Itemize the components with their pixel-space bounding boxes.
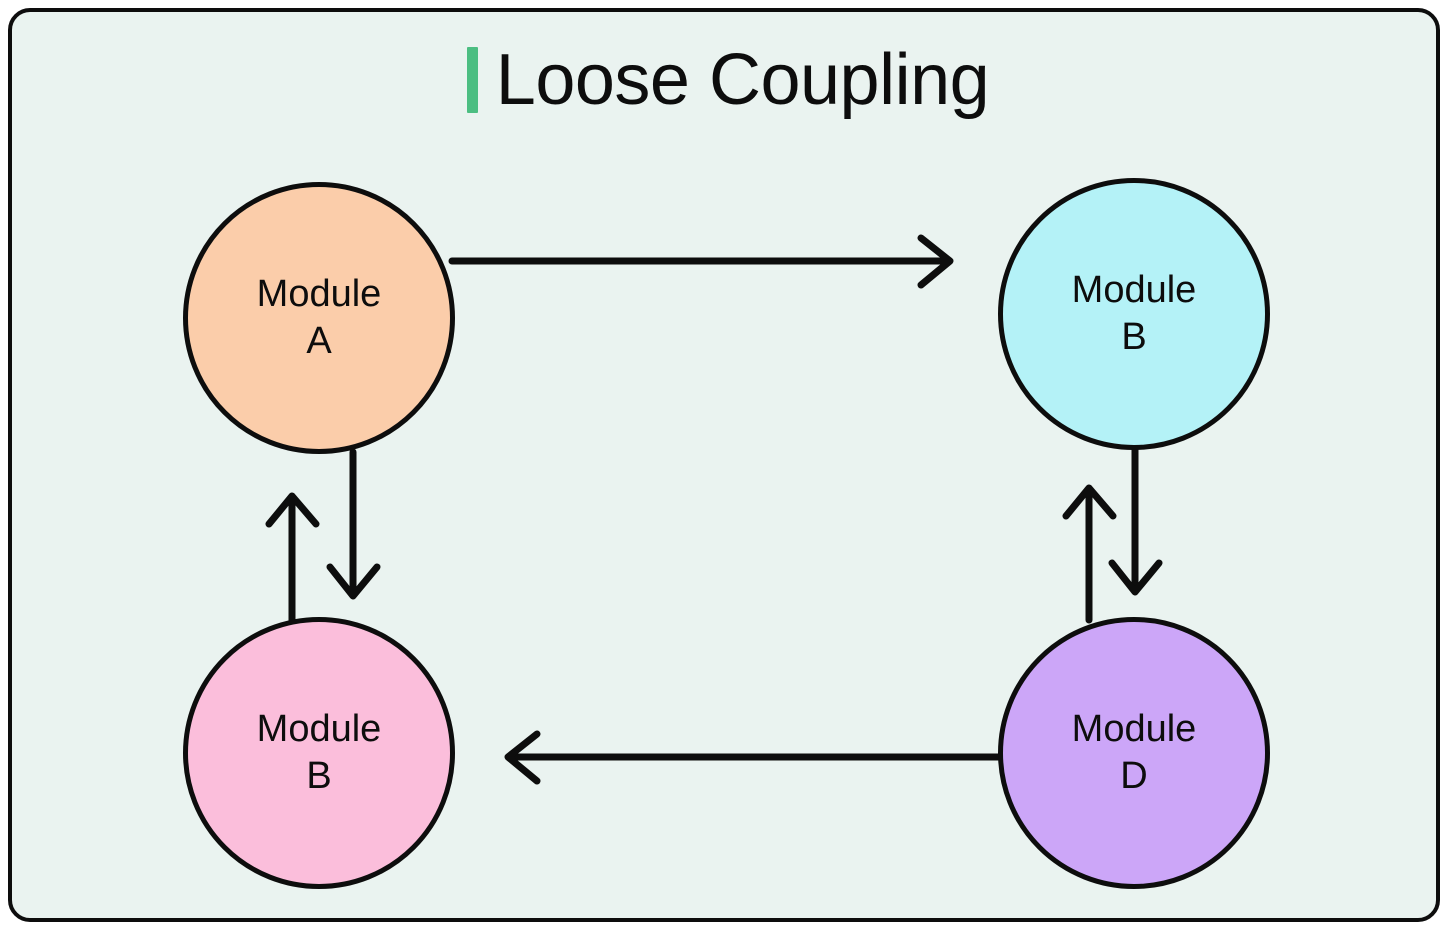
node-module-b-top[interactable]: Module B: [998, 178, 1270, 450]
edge-d-to-b-bottom: [504, 730, 1004, 785]
node-module-b-bottom[interactable]: Module B: [183, 617, 455, 889]
edge-a-to-b-bottom: [326, 448, 381, 600]
edge-b-top-to-d: [1108, 444, 1163, 596]
node-label-line2: B: [1121, 316, 1147, 358]
node-module-a[interactable]: Module A: [183, 182, 455, 454]
node-label-line1: Module: [256, 272, 382, 315]
node-label-line2: A: [306, 320, 332, 362]
node-label-line2: B: [306, 755, 332, 797]
node-label-line2: D: [1120, 755, 1148, 797]
node-label-line1: Module: [1071, 268, 1197, 311]
node-module-d[interactable]: Module D: [998, 617, 1270, 889]
node-label-line1: Module: [1071, 707, 1197, 750]
node-label-line1: Module: [256, 707, 382, 750]
edge-d-to-b-top: [1062, 484, 1117, 624]
edge-b-bottom-to-a: [265, 492, 320, 624]
edge-a-to-b-top: [448, 234, 954, 289]
